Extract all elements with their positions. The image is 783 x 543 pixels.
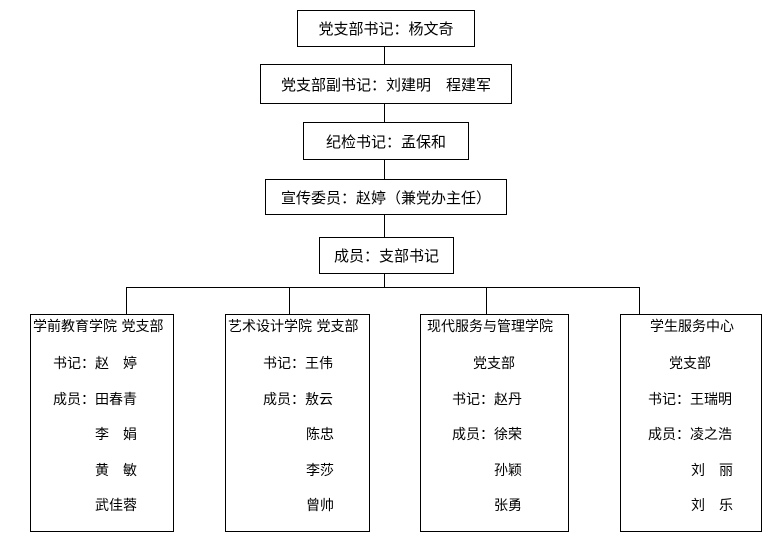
unit-member: 曾帅 bbox=[306, 498, 334, 514]
branch-3 bbox=[486, 287, 487, 314]
unit-member: 孙颖 bbox=[494, 463, 522, 479]
unit-member: 李莎 bbox=[306, 463, 334, 479]
branch-4 bbox=[639, 287, 640, 314]
unit-box-art-design: 艺术设计学院 党支部 书记：王伟 成员：敖云 陈忠 李莎 曾帅 bbox=[225, 314, 370, 532]
unit-member: 武佳蓉 bbox=[95, 498, 137, 514]
members-text: 成员：支部书记 bbox=[333, 247, 439, 265]
discipline-secretary-box: 纪检书记：孟保和 bbox=[303, 122, 469, 160]
unit-members-label: 成员：凌之浩 bbox=[648, 427, 732, 443]
unit-member: 陈忠 bbox=[306, 427, 334, 443]
deputy-secretary-box: 党支部副书记：刘建明 程建军 bbox=[260, 64, 512, 104]
branch-horizontal bbox=[126, 287, 640, 288]
discipline-secretary-text: 纪检书记：孟保和 bbox=[325, 132, 446, 151]
members-box: 成员：支部书记 bbox=[319, 237, 454, 274]
unit-title: 艺术设计学院 党支部 bbox=[228, 319, 359, 335]
unit-member: 黄 敏 bbox=[95, 463, 137, 479]
unit-title: 学生服务中心 bbox=[650, 319, 734, 335]
unit-box-preschool: 学前教育学院 党支部 书记：赵 婷 成员：田春青 李 娟 黄 敏 武佳蓉 bbox=[30, 314, 174, 532]
party-secretary-text: 党支部书记：杨文奇 bbox=[318, 20, 454, 38]
unit-member: 李 娟 bbox=[95, 427, 137, 443]
unit-members-label: 成员：徐荣 bbox=[452, 427, 522, 443]
publicity-member-box: 宣传委员：赵婷（兼党办主任） bbox=[265, 179, 507, 215]
unit-box-modern-service: 现代服务与管理学院 党支部 书记：赵丹 成员：徐荣 孙颖 张勇 bbox=[420, 314, 569, 532]
connector-4 bbox=[384, 215, 385, 237]
unit-title: 学前教育学院 党支部 bbox=[33, 319, 164, 335]
unit-subtitle: 党支部 bbox=[473, 356, 515, 372]
connector-1 bbox=[384, 46, 385, 64]
branch-2 bbox=[289, 287, 290, 314]
unit-secretary: 书记：王瑞明 bbox=[648, 392, 732, 408]
unit-secretary: 书记：赵丹 bbox=[452, 392, 522, 408]
unit-subtitle: 党支部 bbox=[669, 356, 711, 372]
unit-member: 刘 丽 bbox=[691, 463, 733, 479]
unit-title: 现代服务与管理学院 bbox=[427, 319, 553, 335]
unit-secretary: 书记：王伟 bbox=[263, 356, 333, 372]
publicity-member-text: 宣传委员：赵婷（兼党办主任） bbox=[280, 188, 491, 207]
unit-member: 张勇 bbox=[494, 498, 522, 514]
connector-2 bbox=[384, 104, 385, 122]
unit-secretary: 书记：赵 婷 bbox=[53, 356, 137, 372]
deputy-secretary-text: 党支部副书记：刘建明 程建军 bbox=[280, 75, 491, 94]
unit-members-label: 成员：敖云 bbox=[263, 392, 333, 408]
connector-5 bbox=[384, 273, 385, 287]
unit-member: 刘 乐 bbox=[691, 498, 733, 514]
unit-members-label: 成员：田春青 bbox=[53, 392, 137, 408]
party-secretary-box: 党支部书记：杨文奇 bbox=[297, 10, 475, 47]
unit-box-student-service: 学生服务中心 党支部 书记：王瑞明 成员：凌之浩 刘 丽 刘 乐 bbox=[620, 314, 762, 532]
branch-1 bbox=[126, 287, 127, 314]
connector-3 bbox=[384, 160, 385, 179]
